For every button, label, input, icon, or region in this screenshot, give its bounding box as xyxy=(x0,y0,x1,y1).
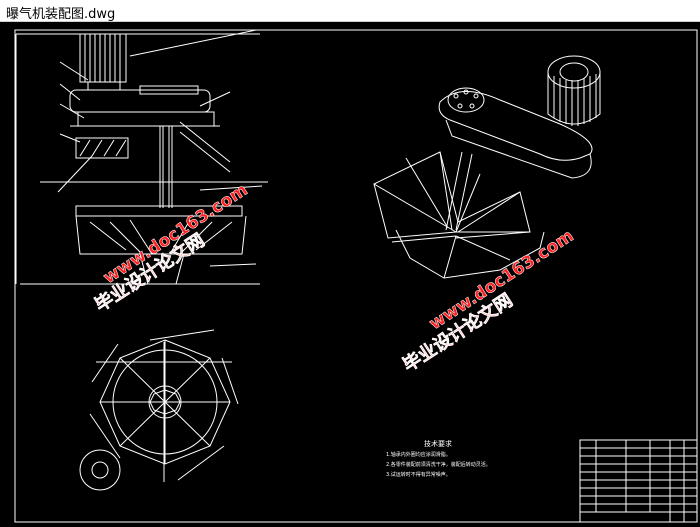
plan-view xyxy=(79,329,239,491)
drawing-frame xyxy=(14,29,698,523)
title-block xyxy=(579,439,698,523)
front-view xyxy=(15,29,268,285)
tech-requirements-title: 技术要求 xyxy=(424,439,452,448)
isometric-view xyxy=(373,55,601,279)
watermark-url: www.doc163.com xyxy=(426,226,578,334)
drawing-canvas[interactable]: 技术要求 1.轴承内外圈均应涂润滑脂。 2.各零件装配前须清洗干净，装配后转动灵… xyxy=(0,22,700,523)
tech-requirement-3: 3.试运转时不得有异常噪声。 xyxy=(386,471,451,478)
window-title: 曝气机装配图.dwg xyxy=(6,7,116,22)
tech-requirement-1: 1.轴承内外圈均应涂润滑脂。 xyxy=(386,451,451,458)
window-titlebar: 曝气机装配图.dwg xyxy=(0,0,700,22)
tech-requirement-2: 2.各零件装配前须清洗干净，装配后转动灵活。 xyxy=(386,461,491,468)
